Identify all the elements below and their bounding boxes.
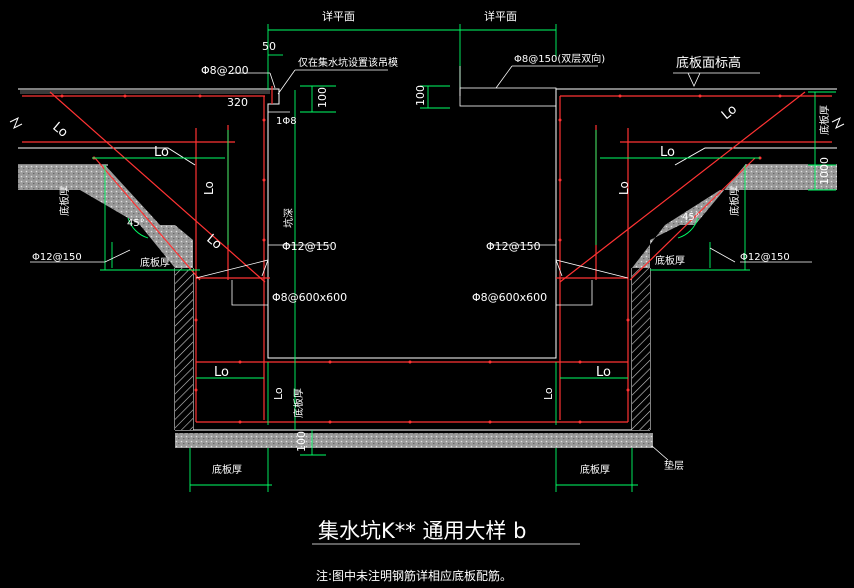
wall-hatch: [175, 268, 650, 430]
lo-label: Lo: [202, 181, 216, 195]
rebar-phi8-150-text: Φ8@150(双层双向): [514, 52, 605, 65]
slab-thick-bottom-left-text: 底板厚: [212, 463, 242, 476]
dim-100-bottom-text: 100: [295, 431, 308, 452]
slab-thick-right-h-text: 底板厚: [655, 254, 685, 267]
rebar-phi8-600-right-text: Φ8@600x600: [472, 291, 547, 304]
top-dim-left-text: 详平面: [322, 9, 355, 23]
pit-depth-text: 坑深: [282, 208, 295, 228]
rebar-phi12-outer-right-text: Φ12@150: [740, 252, 790, 263]
dim-320-text: 320: [227, 96, 248, 109]
top-dim-right-text: 详平面: [484, 9, 517, 23]
slab-thick-center-text: 底板厚: [292, 388, 305, 418]
labels: 详平面 详平面 50 Φ8@200 仅在集水坑设置该吊模 Φ8@150(双层双向…: [32, 9, 831, 583]
slab-thick-bottom-right-text: 底板厚: [580, 463, 610, 476]
rebar-phi12-outer-left-text: Φ12@150: [32, 252, 82, 263]
lo-label: Lo: [542, 387, 555, 400]
rebar-1phi8-text: 1Φ8: [276, 116, 297, 127]
lo-label: Lo: [660, 145, 675, 160]
hanger-note-text: 仅在集水坑设置该吊模: [298, 56, 398, 69]
rebar-lines: [22, 86, 832, 423]
slab-thick-right-v-text: 底板厚: [728, 186, 741, 216]
dim-100-top-left-text: 100: [316, 87, 329, 108]
lo-label: Lo: [617, 181, 631, 195]
dim-1000-right-text: 1000: [818, 157, 831, 185]
concrete-outline: [9, 88, 845, 431]
slab-thick-right-edge-text: 底板厚: [818, 105, 831, 135]
slab-top-elevation-text: 底板面标高: [676, 55, 741, 71]
lo-label: Lo: [214, 365, 229, 380]
leader-lines: [30, 65, 812, 545]
drawing-note: 注:图中未注明钢筋详相应底板配筋。: [316, 568, 512, 583]
rebar-phi8-600-left-text: Φ8@600x600: [272, 291, 347, 304]
cushion-text: 垫层: [664, 459, 684, 472]
rebar-phi12-inner-left-text: Φ12@150: [282, 240, 337, 253]
dim-100-top-right-text: 100: [414, 85, 427, 106]
slab-thick-left-v-text: 底板厚: [58, 186, 71, 216]
slab-concrete: [18, 90, 837, 448]
lo-label: Lo: [49, 120, 70, 141]
lo-label: Lo: [719, 102, 740, 123]
angle-right-text: 45°: [682, 212, 700, 223]
lo-label: Lo: [203, 232, 224, 253]
drawing-title: 集水坑K** 通用大样 b: [318, 519, 526, 543]
rebar-dots: [60, 94, 782, 424]
lo-label: Lo: [272, 387, 285, 400]
slab-thick-left-h-text: 底板厚: [140, 256, 170, 269]
lo-label: Lo: [154, 145, 169, 160]
lo-label: Lo: [596, 365, 611, 380]
rebar-phi12-inner-right-text: Φ12@150: [486, 240, 541, 253]
dim-50-text: 50: [262, 40, 276, 53]
dimension-lines: [92, 24, 836, 492]
angle-left-text: 45°: [127, 218, 145, 229]
rebar-phi8-200-text: Φ8@200: [201, 64, 249, 77]
